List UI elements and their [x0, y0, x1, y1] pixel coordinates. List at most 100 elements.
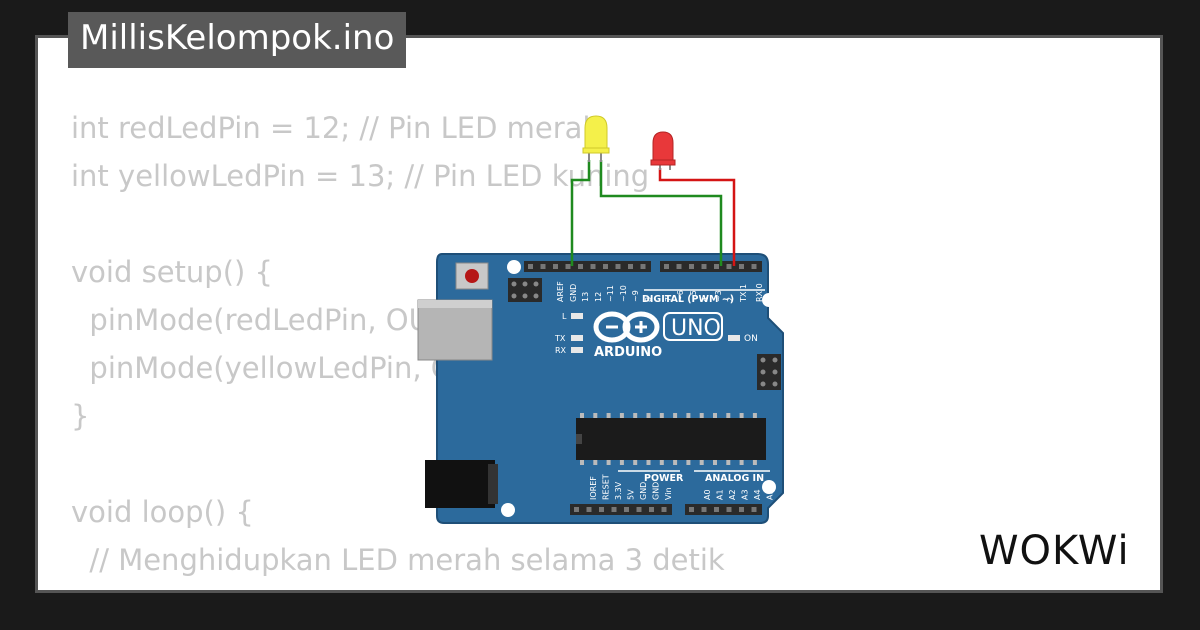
- digital-header-right: [660, 261, 762, 272]
- pin-label: 7: [664, 297, 673, 302]
- rx-led: [571, 347, 583, 353]
- header-pin[interactable]: [739, 507, 744, 512]
- pin-label: TX 1: [739, 284, 748, 303]
- pin-label: Vin: [664, 487, 673, 500]
- header-pin[interactable]: [701, 507, 707, 512]
- tx-led: [571, 335, 583, 341]
- digital-label: DIGITAL (PWM ~): [642, 294, 734, 305]
- pin-label: ~3: [714, 290, 723, 302]
- model-badge: [663, 312, 723, 341]
- pin-label: A3: [741, 489, 750, 500]
- header-pin[interactable]: [553, 264, 558, 269]
- pin-label: A0: [703, 489, 712, 500]
- analog-label: ANALOG IN: [705, 473, 764, 484]
- pin-label: AREF: [556, 281, 565, 302]
- header-pin[interactable]: [649, 507, 654, 512]
- code-line: int redLedPin = 12; // Pin LED merah: [71, 111, 601, 145]
- ground-wire-red[interactable]: [658, 168, 736, 266]
- header-pin[interactable]: [751, 507, 757, 512]
- mounting-hole: [762, 293, 776, 307]
- reset-button[interactable]: [455, 262, 489, 290]
- pin-label: 5V: [627, 489, 636, 500]
- mounting-hole: [501, 503, 515, 517]
- header-pin[interactable]: [661, 507, 667, 512]
- header-pin[interactable]: [701, 264, 707, 269]
- pin-label: A5: [766, 489, 775, 500]
- header-pin[interactable]: [565, 264, 571, 269]
- reset-button-cap: [465, 269, 479, 283]
- code-line: }: [71, 399, 90, 433]
- mounting-hole: [507, 260, 521, 274]
- rx-label: RX: [555, 346, 567, 355]
- pin-label: ~11: [606, 285, 615, 302]
- tx-label: TX: [554, 334, 566, 343]
- icsp-header: [508, 278, 542, 302]
- code-line: void setup() {: [71, 255, 273, 289]
- yellow-led[interactable]: [582, 115, 610, 162]
- header-pin[interactable]: [751, 264, 757, 269]
- arduino-logo-icon: [593, 311, 660, 343]
- pin-label: A2: [728, 489, 737, 500]
- header-pin[interactable]: [624, 507, 629, 512]
- header-pin[interactable]: [528, 264, 533, 269]
- pin-label: 4: [701, 297, 710, 302]
- pin-label: ~5: [689, 290, 698, 302]
- project-title: MillisKelompok.ino: [68, 12, 407, 68]
- power-header: [570, 504, 672, 515]
- header-pin[interactable]: [636, 507, 642, 512]
- pin-label: 13: [581, 292, 590, 302]
- icsp2-header: [757, 354, 781, 390]
- header-pin[interactable]: [590, 264, 596, 269]
- header-pin[interactable]: [599, 507, 604, 512]
- pin-label: 2: [726, 297, 735, 302]
- header-pin[interactable]: [586, 507, 592, 512]
- pin-label: RX 0: [755, 283, 764, 302]
- usb-connector: [417, 299, 493, 361]
- header-pin[interactable]: [714, 264, 719, 269]
- pin-label: GND: [569, 284, 578, 302]
- pin-label: ~6: [676, 290, 685, 302]
- code-preview: int redLedPin = 12; // Pin LED merah int …: [71, 104, 725, 590]
- code-line: int yellowLedPin = 13; // Pin LED kuning: [71, 159, 650, 193]
- power-jack: [425, 460, 495, 508]
- wokwi-logo[interactable]: WOKWi: [975, 520, 1155, 580]
- header-pin[interactable]: [603, 264, 608, 269]
- red-led[interactable]: [650, 131, 676, 170]
- header-pin[interactable]: [611, 507, 617, 512]
- model-label: UNO: [671, 316, 721, 341]
- header-pin[interactable]: [739, 264, 744, 269]
- header-pin[interactable]: [628, 264, 633, 269]
- header-pin[interactable]: [664, 264, 669, 269]
- l-led: [571, 313, 583, 319]
- pin-label: GND: [652, 482, 661, 500]
- pin-label: ~10: [619, 285, 628, 302]
- header-pin[interactable]: [676, 264, 682, 269]
- ground-wire-yellow[interactable]: [570, 160, 591, 266]
- code-line: // Menghidupkan LED merah selama 3 detik: [71, 543, 725, 577]
- power-led: [728, 335, 740, 341]
- header-pin[interactable]: [574, 507, 579, 512]
- pin-label: 8: [644, 297, 653, 302]
- brand-label: ARDUINO: [594, 345, 662, 360]
- pin-label: A1: [716, 489, 725, 500]
- header-pin[interactable]: [726, 264, 732, 269]
- pin-label: 3.3V: [614, 481, 623, 500]
- digital-header-left: [524, 261, 651, 272]
- header-pin[interactable]: [689, 264, 694, 269]
- header-pin[interactable]: [615, 264, 621, 269]
- header-pin[interactable]: [640, 264, 646, 269]
- signal-wire-yellow[interactable]: [599, 160, 723, 266]
- header-pin[interactable]: [726, 507, 732, 512]
- header-pin[interactable]: [689, 507, 694, 512]
- atmega-chip: [576, 418, 766, 460]
- header-pin[interactable]: [714, 507, 719, 512]
- l-label: L: [562, 312, 567, 321]
- code-line: void loop() {: [71, 495, 254, 529]
- pin-label: GND: [639, 482, 648, 500]
- pin-label: IOREF: [589, 476, 598, 500]
- header-pin[interactable]: [540, 264, 546, 269]
- header-pin[interactable]: [578, 264, 583, 269]
